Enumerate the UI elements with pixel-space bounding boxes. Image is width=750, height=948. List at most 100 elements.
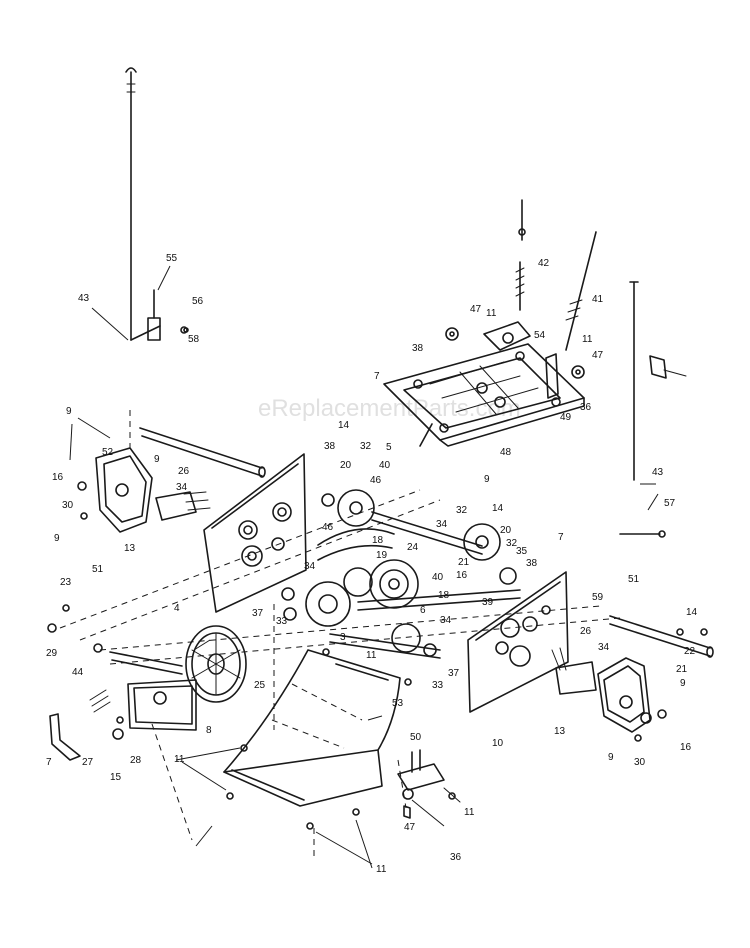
left-side-panel <box>203 453 307 613</box>
callout-20: 20 <box>500 525 512 536</box>
callout-33: 33 <box>432 680 444 691</box>
callout-8: 8 <box>206 725 212 736</box>
callout-34: 34 <box>440 615 452 626</box>
callout-52: 52 <box>102 447 114 458</box>
callout-7: 7 <box>558 532 564 543</box>
callout-36: 36 <box>580 402 592 413</box>
callout-11: 11 <box>486 308 497 319</box>
auger-housing-shroud <box>223 649 401 807</box>
callout-18: 18 <box>372 535 384 546</box>
drive-sprockets <box>281 489 517 657</box>
callout-13: 13 <box>124 543 136 554</box>
callout-34: 34 <box>304 561 316 572</box>
callout-29: 29 <box>46 648 58 659</box>
callout-26: 26 <box>580 626 592 637</box>
callout-51: 51 <box>628 574 640 585</box>
callout-55: 55 <box>166 253 178 264</box>
callout-18: 18 <box>438 590 450 601</box>
callout-4: 4 <box>174 603 180 614</box>
callout-9: 9 <box>54 533 60 544</box>
callout-57: 57 <box>664 498 676 509</box>
callout-7: 7 <box>374 371 380 382</box>
callout-34: 34 <box>436 519 448 530</box>
left-bearing-housing <box>77 447 211 533</box>
callout-9: 9 <box>608 752 614 763</box>
callout-14: 14 <box>492 503 504 514</box>
callout-44: 44 <box>72 667 84 678</box>
callout-34: 34 <box>598 642 610 653</box>
callout-32: 32 <box>360 441 372 452</box>
upper-crossbar <box>129 410 266 478</box>
left-control-rod <box>125 67 188 341</box>
callout-40: 40 <box>432 572 444 583</box>
callout-56: 56 <box>192 296 204 307</box>
callout-26: 26 <box>178 466 190 477</box>
lower-left-bracket <box>49 651 197 761</box>
callout-48: 48 <box>500 447 512 458</box>
callout-25: 25 <box>254 680 266 691</box>
callout-47: 47 <box>470 304 482 315</box>
lower-center-bracket <box>397 749 461 819</box>
right-side-panel <box>467 571 569 713</box>
callout-53: 53 <box>392 698 404 709</box>
callout-11: 11 <box>174 754 185 765</box>
callout-50: 50 <box>410 732 422 743</box>
callout-16: 16 <box>456 570 468 581</box>
callout-9: 9 <box>680 678 686 689</box>
fastener-hardware <box>47 327 708 830</box>
callout-11: 11 <box>464 807 475 818</box>
callout-40: 40 <box>379 460 391 471</box>
right-control-rod <box>619 281 687 538</box>
callout-59: 59 <box>592 592 604 603</box>
callout-11: 11 <box>582 334 593 345</box>
impeller-wheel <box>185 625 247 703</box>
callout-14: 14 <box>686 607 698 618</box>
callout-15: 15 <box>110 772 122 783</box>
callout-labels: 55 43 56 58 42 47 11 41 38 54 11 47 7 49… <box>46 253 698 875</box>
right-crossbar <box>609 615 714 658</box>
callout-20: 20 <box>340 460 352 471</box>
callout-38: 38 <box>412 343 424 354</box>
callout-51: 51 <box>92 564 104 575</box>
callout-9: 9 <box>154 454 160 465</box>
callout-10: 10 <box>492 738 504 749</box>
callout-9: 9 <box>66 406 72 417</box>
alignment-lines <box>151 604 407 860</box>
callout-21: 21 <box>458 557 470 568</box>
callout-13: 13 <box>554 726 566 737</box>
callout-30: 30 <box>62 500 74 511</box>
callout-3: 3 <box>340 632 346 643</box>
callout-24: 24 <box>407 542 419 553</box>
callout-11: 11 <box>376 864 387 875</box>
callout-42: 42 <box>538 258 550 269</box>
callout-47: 47 <box>592 350 604 361</box>
callout-16: 16 <box>680 742 692 753</box>
callout-30: 30 <box>634 757 646 768</box>
callout-32: 32 <box>456 505 468 516</box>
drive-axles <box>59 489 621 665</box>
callout-54: 54 <box>534 330 546 341</box>
callout-36: 36 <box>450 852 462 863</box>
callout-39: 39 <box>482 597 494 608</box>
callout-37: 37 <box>448 668 460 679</box>
callout-22: 22 <box>684 646 696 657</box>
callout-33: 33 <box>276 616 288 627</box>
callout-21: 21 <box>676 664 688 675</box>
shift-lever-assembly <box>445 199 597 399</box>
callout-35: 35 <box>516 546 528 557</box>
watermark: eReplacementParts.com <box>258 395 521 422</box>
callout-58: 58 <box>188 334 200 345</box>
callout-38: 38 <box>324 441 336 452</box>
callout-5: 5 <box>386 442 392 453</box>
top-mounting-plate <box>383 343 585 447</box>
callout-43: 43 <box>652 467 664 478</box>
callout-28: 28 <box>130 755 142 766</box>
right-bearing-housing <box>551 647 667 733</box>
callout-47: 47 <box>404 822 416 833</box>
callout-11: 11 <box>366 650 377 661</box>
callout-43: 43 <box>78 293 90 304</box>
callout-27: 27 <box>82 757 94 768</box>
callout-14: 14 <box>338 420 350 431</box>
